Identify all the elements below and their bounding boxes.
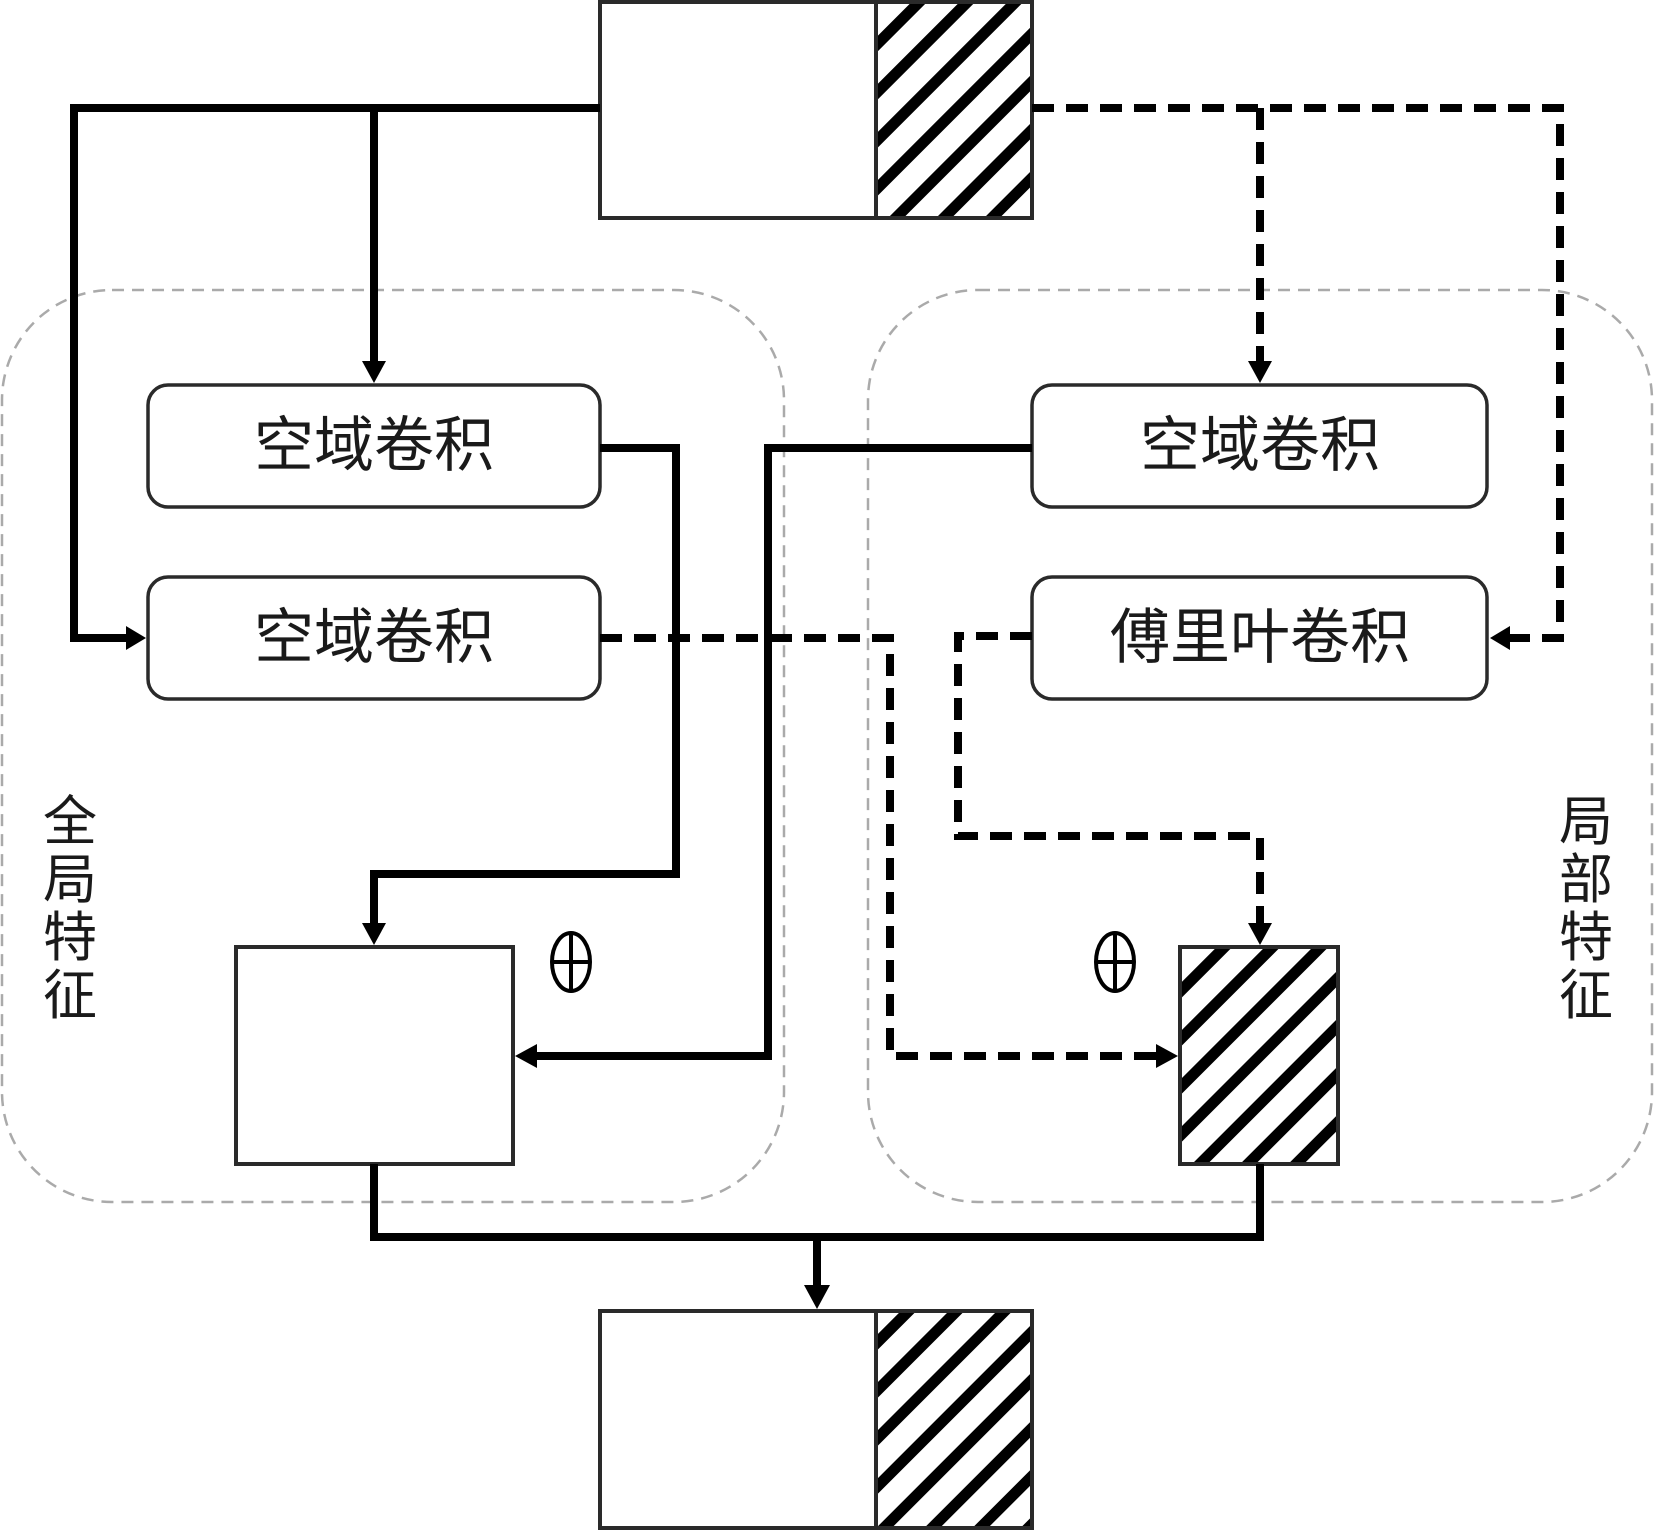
global-top-conv-block: 空域卷积: [146, 383, 602, 509]
global-top-conv-to-global-sum-line: [370, 444, 680, 925]
global-bottom-conv-block: 空域卷积: [146, 575, 602, 701]
global-input-to-bottom-conv-line: [70, 104, 600, 642]
arrowhead-icon: [1248, 923, 1272, 945]
global-bottom-conv-label: 空域卷积: [254, 603, 494, 673]
global-label-char: 征: [43, 964, 97, 1027]
local-feature-label: 局 部 特 征: [1559, 790, 1613, 1027]
local-top-conv-label: 空域卷积: [1140, 411, 1380, 481]
local-sum-tensor: [1178, 945, 1340, 1166]
local-label-char: 征: [1559, 964, 1613, 1027]
global-sum-tensor: [234, 945, 515, 1166]
local-bottom-conv-label: 傅里叶卷积: [1110, 603, 1410, 673]
output-global-part: [598, 1309, 878, 1530]
merge-line: [370, 1164, 1264, 1241]
arrowhead-icon: [362, 361, 386, 383]
global-bottom-conv-to-local-sum-line: [600, 634, 1158, 1060]
output-tensor: [598, 1309, 1034, 1530]
arrowhead-icon: [362, 923, 386, 945]
local-input-to-fourier-conv-line: [1032, 104, 1564, 642]
global-label-char: 特: [43, 906, 97, 969]
global-sum-operator-icon: [550, 931, 592, 993]
local-top-conv-to-global-sum-line: [535, 444, 1032, 1060]
local-label-char: 部: [1559, 848, 1613, 911]
global-feature-label: 全 局 特 征: [43, 790, 97, 1027]
arrowhead-icon: [515, 1044, 537, 1068]
local-label-char: 特: [1559, 906, 1613, 969]
local-label-char: 局: [1559, 790, 1613, 853]
arrowhead-icon: [126, 626, 146, 650]
output-local-part: [874, 1309, 1034, 1530]
local-sum-operator-icon: [1094, 931, 1136, 993]
arrowhead-icon: [804, 1285, 830, 1309]
global-top-conv-label: 空域卷积: [254, 411, 494, 481]
local-bottom-conv-block: 傅里叶卷积: [1030, 575, 1489, 701]
input-tensor: [598, 0, 1034, 220]
global-label-char: 局: [43, 848, 97, 911]
arrowhead-icon: [1490, 626, 1510, 650]
input-global-part: [598, 0, 878, 220]
arrowhead-icon: [1156, 1044, 1178, 1068]
local-top-conv-block: 空域卷积: [1030, 383, 1489, 509]
arrowhead-icon: [1248, 361, 1272, 383]
fourier-conv-to-local-sum-line: [954, 632, 1264, 925]
global-feature-region: [0, 288, 786, 1204]
input-local-part: [874, 0, 1034, 220]
global-label-char: 全: [43, 790, 97, 853]
